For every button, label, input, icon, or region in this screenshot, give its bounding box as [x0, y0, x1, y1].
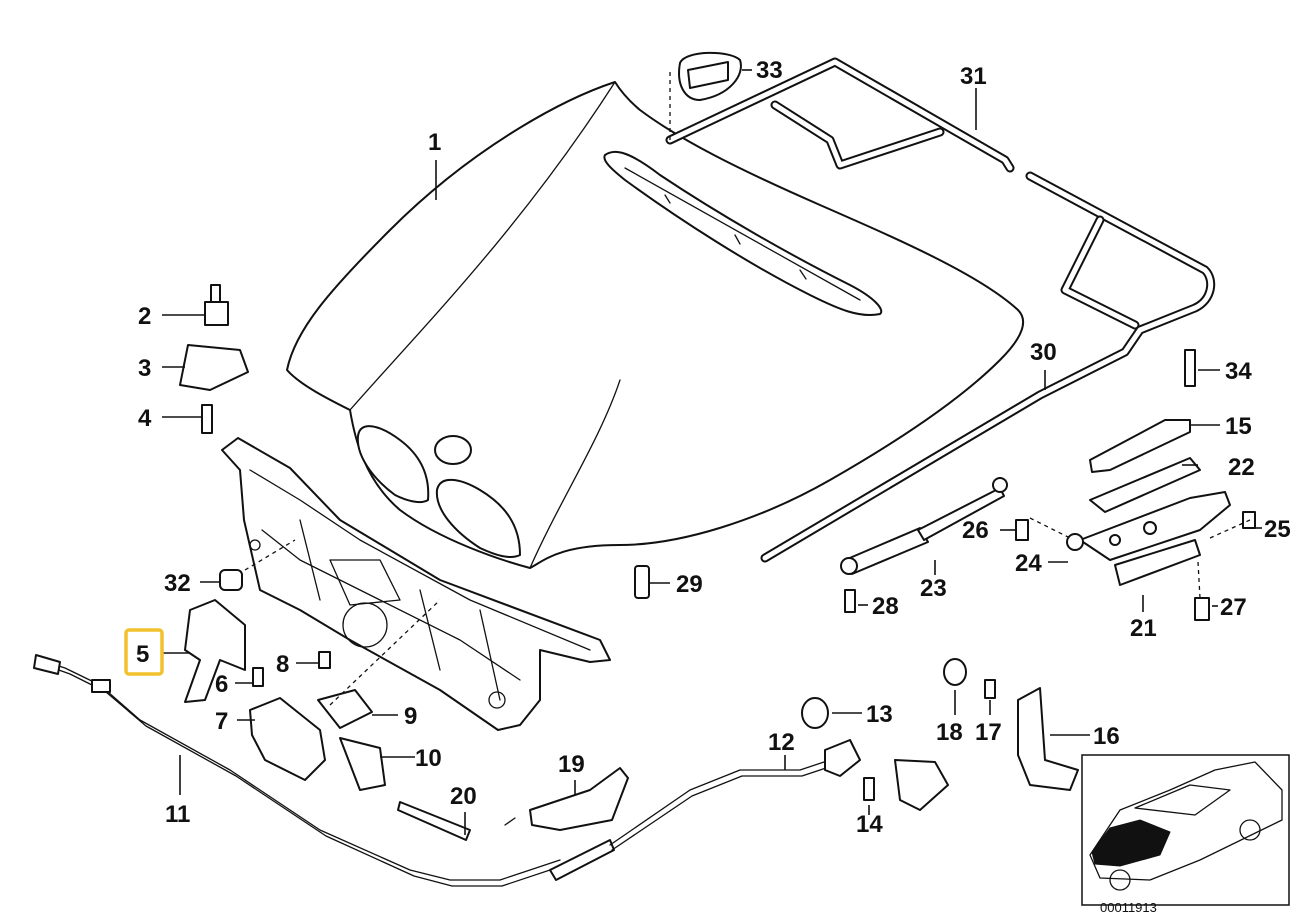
callout-27[interactable]: 27 [1220, 594, 1247, 621]
callout-12[interactable]: 12 [768, 729, 795, 756]
callout-17[interactable]: 17 [975, 719, 1002, 746]
callout-20[interactable]: 20 [450, 783, 477, 810]
callout-labels: 1 2 3 4 5 6 7 8 9 10 11 12 13 14 15 16 1… [136, 57, 1291, 838]
callout-14[interactable]: 14 [856, 811, 883, 838]
front-carrier-part[interactable] [221, 437, 611, 731]
car-location-inset [1081, 754, 1290, 906]
callout-22[interactable]: 22 [1228, 454, 1255, 481]
callout-19[interactable]: 19 [558, 751, 585, 778]
callout-5[interactable]: 5 [136, 641, 149, 668]
callout-4[interactable]: 4 [138, 405, 152, 432]
inset-hood-icon [1091, 819, 1171, 867]
callout-31[interactable]: 31 [960, 63, 987, 90]
callout-6[interactable]: 6 [215, 671, 228, 698]
hood-part[interactable] [286, 81, 1025, 569]
callout-33[interactable]: 33 [756, 57, 783, 84]
callout-11[interactable]: 11 [165, 801, 190, 828]
callout-10[interactable]: 10 [415, 745, 442, 772]
callout-13[interactable]: 13 [866, 701, 893, 728]
small-parts[interactable] [179, 51, 1079, 841]
callout-18[interactable]: 18 [936, 719, 963, 746]
gas-strut-part[interactable] [840, 477, 1008, 575]
callout-32[interactable]: 32 [164, 570, 191, 597]
leader-lines [160, 69, 1262, 835]
callout-26[interactable]: 26 [962, 517, 989, 544]
callout-16[interactable]: 16 [1093, 723, 1120, 750]
callout-24[interactable]: 24 [1015, 550, 1042, 577]
callout-23[interactable]: 23 [920, 575, 947, 602]
callout-28[interactable]: 28 [872, 593, 899, 620]
callout-25[interactable]: 25 [1264, 516, 1291, 543]
diagram-code: 00011913 [1100, 900, 1157, 915]
callout-15[interactable]: 15 [1225, 413, 1252, 440]
callout-30[interactable]: 30 [1030, 339, 1057, 366]
highlight-box [124, 628, 164, 676]
callout-1[interactable]: 1 [428, 129, 441, 156]
hood-hinge-part[interactable] [1015, 349, 1256, 621]
hood-lock-part[interactable] [184, 599, 326, 781]
release-cable-part[interactable] [33, 654, 833, 887]
callout-21[interactable]: 21 [1130, 615, 1157, 642]
callout-29[interactable]: 29 [676, 571, 703, 598]
callout-34[interactable]: 34 [1225, 358, 1252, 385]
callout-8[interactable]: 8 [276, 651, 289, 678]
hood-seal-part[interactable] [665, 57, 1216, 563]
callout-7[interactable]: 7 [215, 708, 228, 735]
callout-3[interactable]: 3 [138, 355, 151, 382]
callout-2[interactable]: 2 [138, 303, 151, 330]
callout-9[interactable]: 9 [404, 703, 417, 730]
